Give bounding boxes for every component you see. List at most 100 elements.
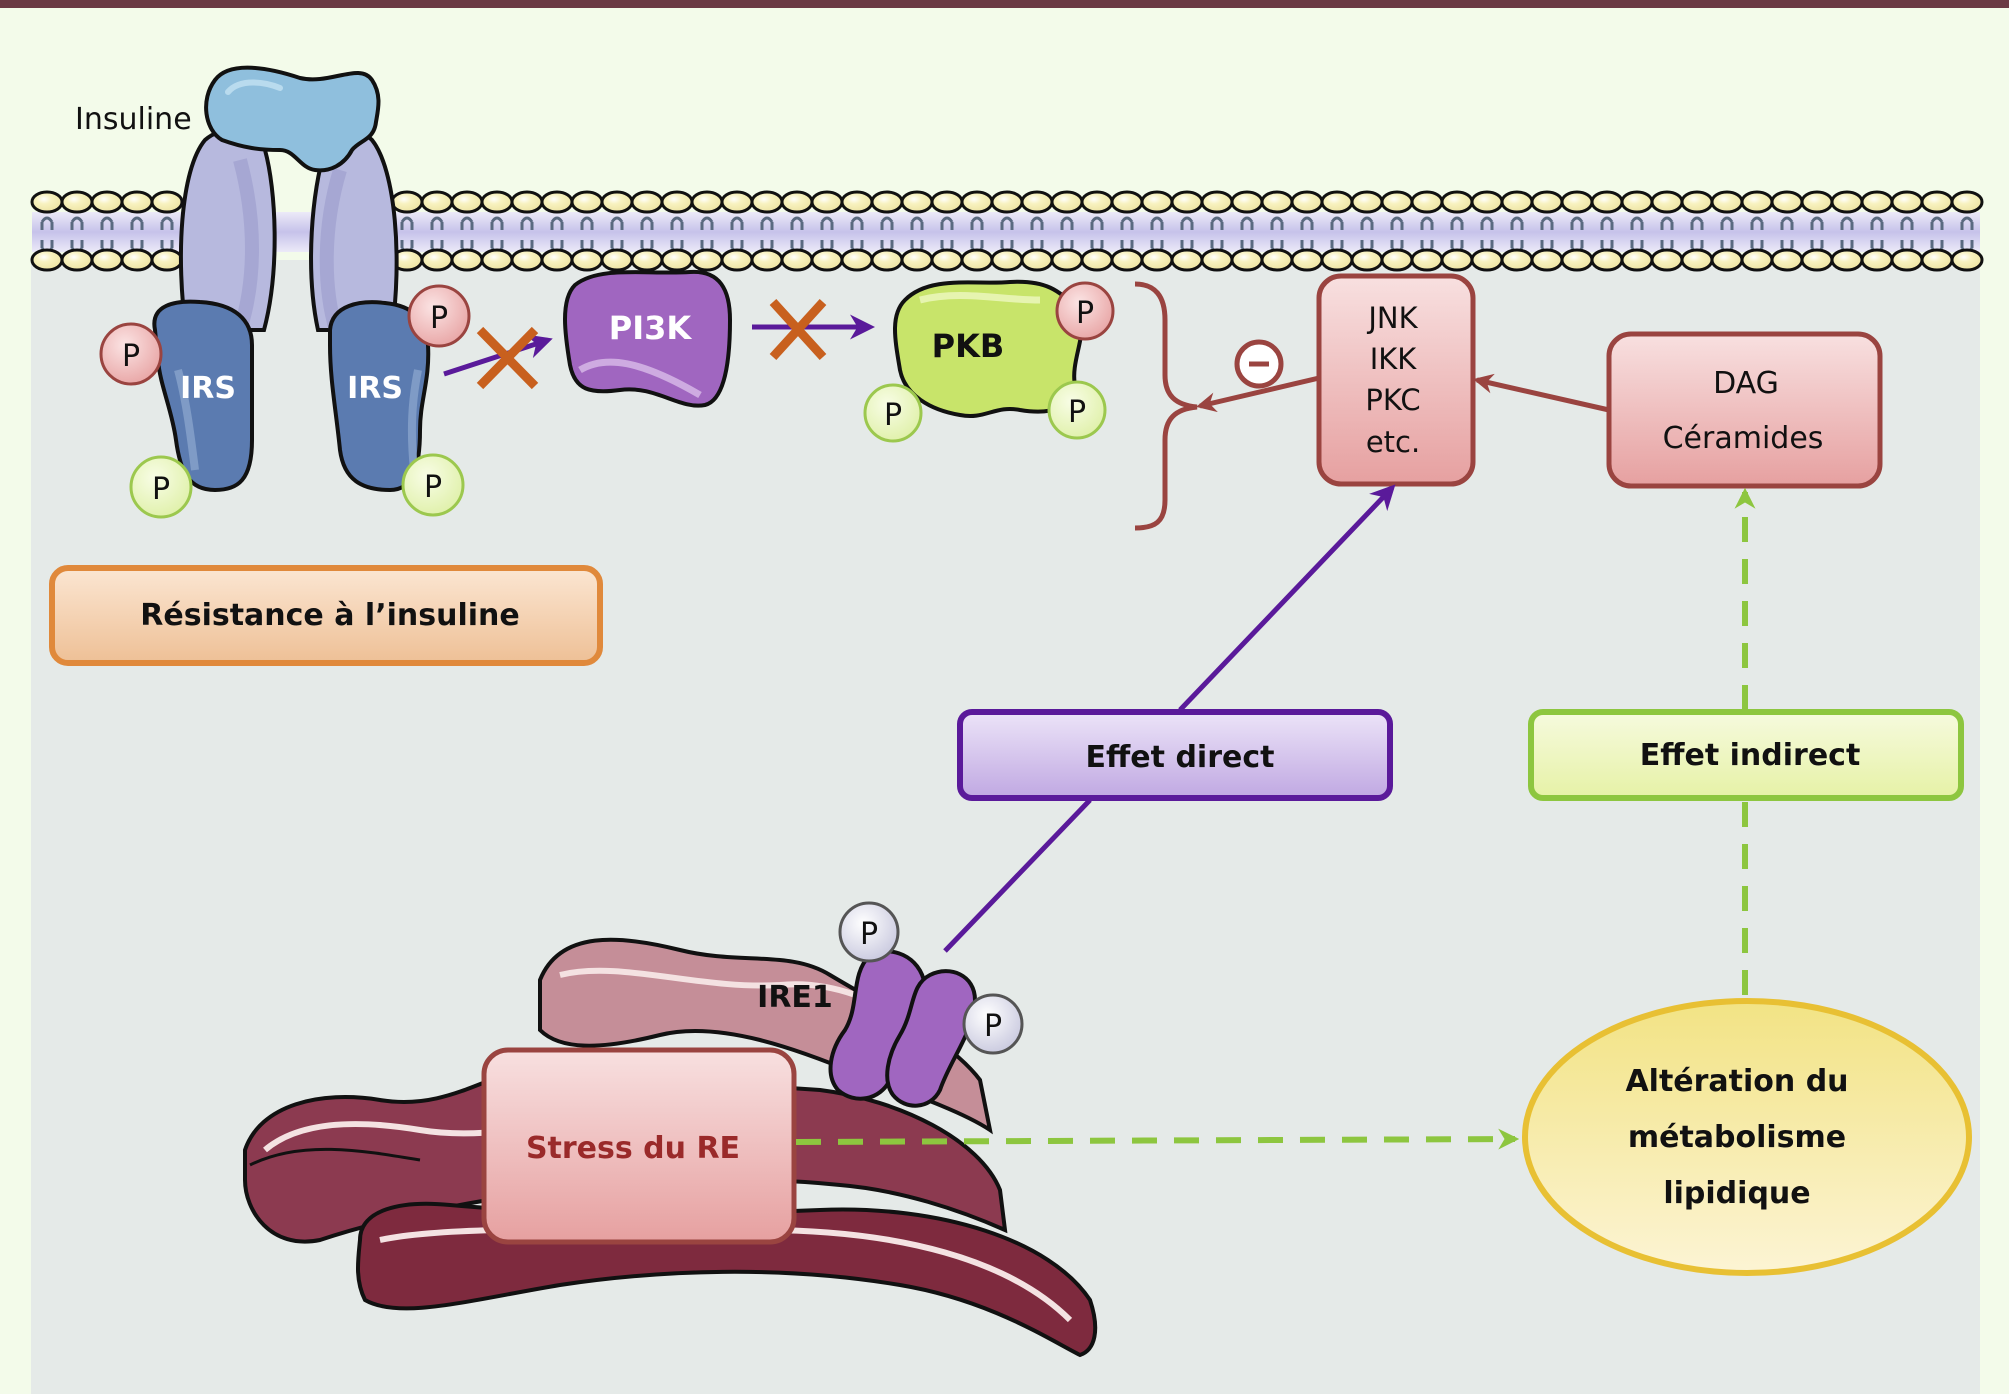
pi3k: PI3K xyxy=(563,269,733,408)
kinase-ikk: IKK xyxy=(1370,342,1418,376)
lipid-head xyxy=(780,190,814,214)
lipid-head xyxy=(930,190,964,214)
lipid-head xyxy=(810,190,844,214)
lipids-to-kinases-arrow xyxy=(1473,373,1610,413)
insulin-label: Insuline xyxy=(75,102,192,137)
lipid-head xyxy=(60,190,94,214)
lipid-head xyxy=(1680,190,1714,214)
lipid-tail xyxy=(1090,216,1104,254)
direct-effect-label: Effet direct xyxy=(1086,740,1275,775)
phospho-label: P xyxy=(1068,395,1086,430)
lipid-alteration-line-2: métabolisme xyxy=(1628,1120,1846,1155)
lipid-head xyxy=(990,248,1024,272)
phospho-label: P xyxy=(152,472,170,507)
lipid-tail xyxy=(400,216,414,254)
lipid-head xyxy=(1800,190,1834,214)
irs-to-pi3k-arrow xyxy=(443,334,553,377)
lipid-head xyxy=(600,190,634,214)
lipid-metabolism-alteration: Altération du métabolisme lipidique xyxy=(1522,998,1972,1276)
lipid-head xyxy=(1230,248,1264,272)
phospho-green-pkb-left: P xyxy=(863,383,923,443)
lipid-tail xyxy=(1390,216,1404,254)
lipid-head xyxy=(1260,248,1294,272)
lipid-head xyxy=(450,190,484,214)
lipid-head xyxy=(960,190,994,214)
irs-right: IRS xyxy=(328,300,431,493)
er-stress-box: Stress du RE xyxy=(481,1047,797,1245)
lipid-tail xyxy=(520,216,534,254)
lipid-head xyxy=(1500,248,1534,272)
lipid-tail xyxy=(430,216,444,254)
lipid-head xyxy=(1260,190,1294,214)
lipid-tail xyxy=(1030,216,1044,254)
lipid-tail xyxy=(1930,216,1944,254)
lipid-head xyxy=(1920,190,1954,214)
lipid-tail xyxy=(1210,216,1224,254)
phospho-label: P xyxy=(424,470,442,505)
lipid-tail xyxy=(1540,216,1554,254)
lipid-head xyxy=(660,248,694,272)
kinases-box: JNK IKK PKC etc. xyxy=(1316,273,1476,487)
lipid-tail xyxy=(1060,216,1074,254)
lipid-head xyxy=(540,190,574,214)
indirect-effect-box: Effet indirect xyxy=(1528,709,1964,801)
phospho-red-irs-right: P xyxy=(407,284,471,348)
lipid-tail xyxy=(1360,216,1374,254)
lipid-head xyxy=(1530,248,1564,272)
lipid-tail xyxy=(1150,216,1164,254)
lipid-tail xyxy=(160,216,174,254)
lipid-tail xyxy=(1480,216,1494,254)
lipid-head xyxy=(1440,190,1474,214)
lipid-head xyxy=(600,248,634,272)
irs-left-label: IRS xyxy=(180,371,236,406)
lipid-ceramides: Céramides xyxy=(1663,421,1824,456)
lipid-head xyxy=(1770,190,1804,214)
lipid-head xyxy=(60,248,94,272)
lipid-head xyxy=(1740,190,1774,214)
lipid-head xyxy=(30,190,64,214)
lipid-head xyxy=(690,248,724,272)
lipid-head xyxy=(1800,248,1834,272)
lipid-tail xyxy=(490,216,504,254)
lipid-head xyxy=(1110,190,1144,214)
lipid-head xyxy=(1410,248,1444,272)
insulin-resistance-box: Résistance à l’insuline xyxy=(49,565,603,666)
insulin-resistance-label: Résistance à l’insuline xyxy=(140,598,519,633)
lipid-tail xyxy=(1960,216,1974,254)
lipid-head xyxy=(630,190,664,214)
lipid-head xyxy=(1320,190,1354,214)
irs-right-label: IRS xyxy=(347,371,403,406)
lipid-head xyxy=(540,248,574,272)
lipid-tail xyxy=(730,216,744,254)
lipid-head xyxy=(1200,190,1234,214)
lipid-head xyxy=(750,248,784,272)
lipid-tail xyxy=(880,216,894,254)
phospho-grey-ire1-right: P xyxy=(962,993,1024,1055)
lipid-tail xyxy=(1180,216,1194,254)
lipid-head xyxy=(1380,248,1414,272)
phospho-label: P xyxy=(984,1009,1002,1044)
phospho-green-pkb-right: P xyxy=(1047,380,1107,440)
lipid-head xyxy=(480,248,514,272)
ire1-dimer xyxy=(828,949,978,1108)
lipid-tail xyxy=(910,216,924,254)
blocked-x-icon xyxy=(476,326,539,390)
lipid-head xyxy=(990,190,1024,214)
lipid-head xyxy=(1140,190,1174,214)
lipid-head xyxy=(720,248,754,272)
lipid-head xyxy=(1560,248,1594,272)
lipid-head xyxy=(1140,248,1174,272)
lipid-tail xyxy=(1270,216,1284,254)
lipid-head xyxy=(150,190,184,214)
lipid-head xyxy=(420,248,454,272)
lipid-head xyxy=(1770,248,1804,272)
kinase-pkc: PKC xyxy=(1365,383,1420,417)
lipid-head xyxy=(1230,190,1264,214)
lipid-head xyxy=(1890,248,1924,272)
lipid-alteration-line-1: Altération du xyxy=(1625,1064,1848,1099)
lipid-head xyxy=(1080,248,1114,272)
lipid-dag: DAG xyxy=(1713,366,1779,401)
er-stress-to-lipid-arrow xyxy=(795,1128,1520,1150)
direct-effect-line-lower xyxy=(943,798,1092,953)
